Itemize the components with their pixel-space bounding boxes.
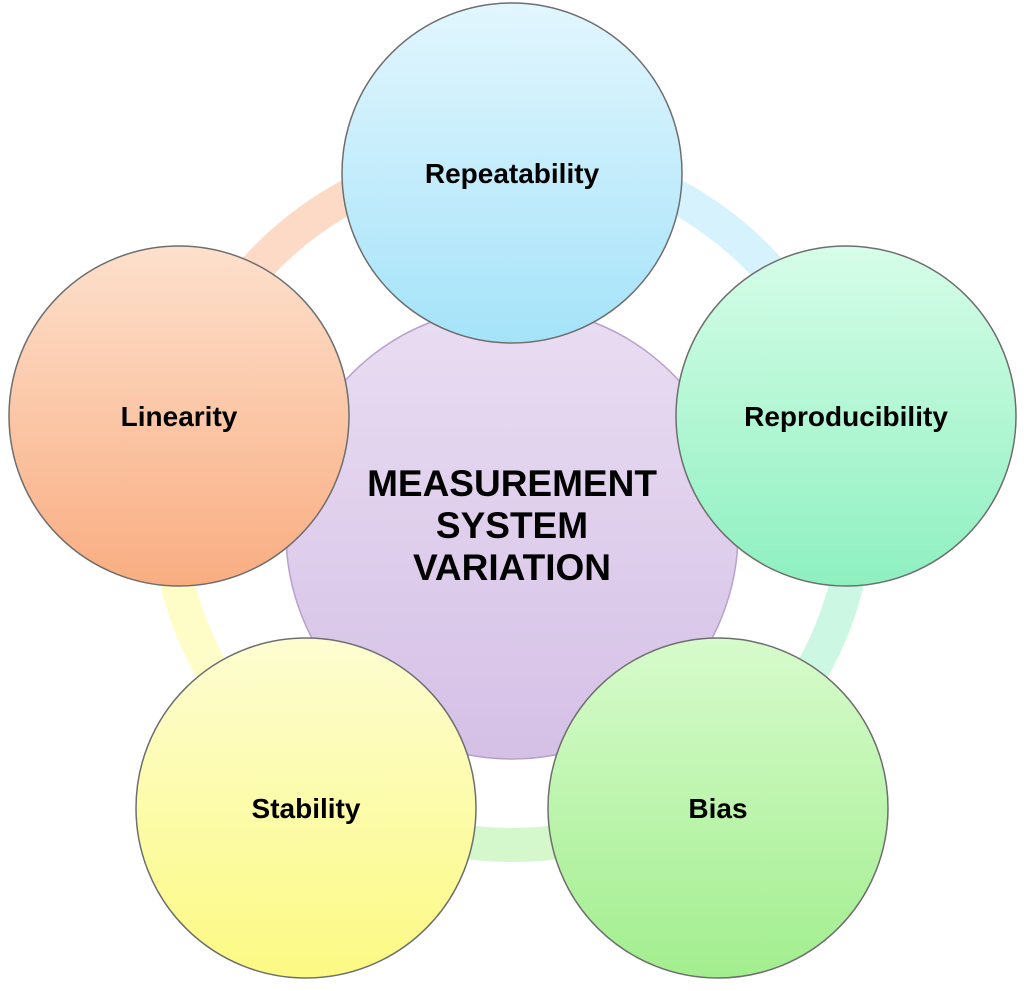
center-circle: MEASUREMENT SYSTEM VARIATION	[285, 306, 739, 760]
node-label: Bias	[688, 793, 747, 824]
node-linearity: Linearity	[8, 245, 350, 587]
node-label: Repeatability	[425, 158, 600, 189]
center-label-line-2: SYSTEM	[436, 505, 588, 546]
node-circle	[8, 245, 350, 587]
node-stability: Stability	[135, 637, 477, 979]
node-bias: Bias	[547, 637, 889, 979]
node-reproducibility: Reproducibility	[675, 245, 1017, 587]
node-circle	[547, 637, 889, 979]
center-label-line-3: VARIATION	[413, 547, 611, 588]
node-repeatability: Repeatability	[341, 2, 683, 344]
center-label-line-1: MEASUREMENT	[367, 463, 657, 504]
node-circle	[341, 2, 683, 344]
node-label: Linearity	[121, 401, 238, 432]
node-circle	[135, 637, 477, 979]
node-label: Reproducibility	[744, 401, 948, 432]
node-label: Stability	[252, 793, 361, 824]
node-circle	[675, 245, 1017, 587]
